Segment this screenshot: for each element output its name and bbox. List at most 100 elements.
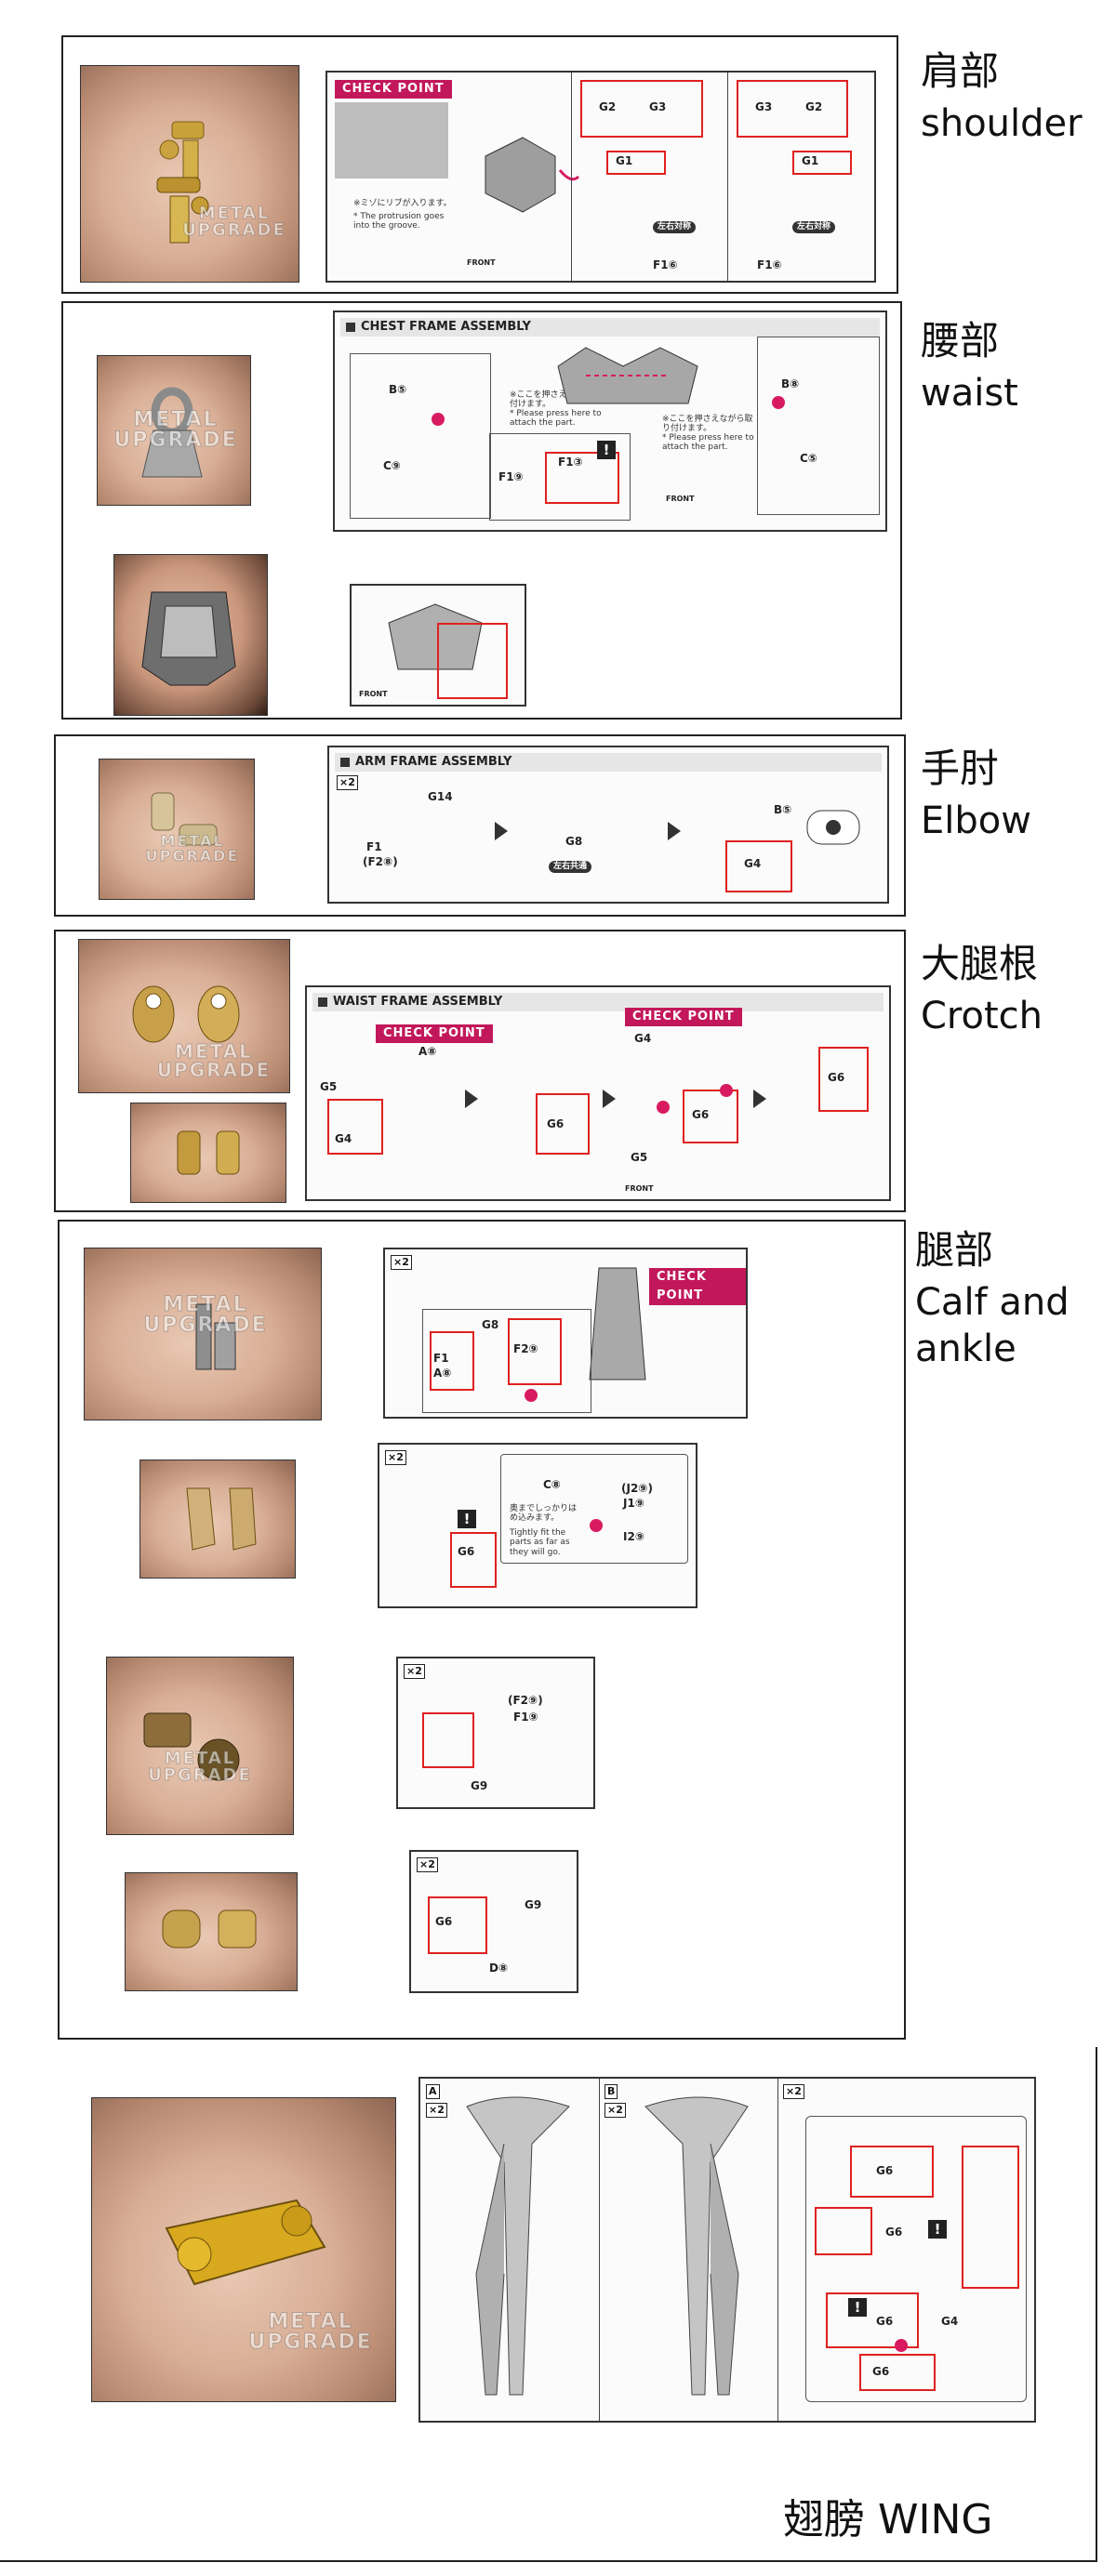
part-code: (J2⑨) (621, 1482, 653, 1495)
no-mark (772, 396, 785, 409)
tightly-note-en: Tightly fit the parts as far as they wil… (510, 1528, 570, 1557)
part-code: G1 (802, 154, 819, 167)
part-code: F1⑥ (653, 258, 678, 271)
warning-icon: ! (848, 2298, 867, 2317)
protrusion-note-jp: ※ミゾにリブが入ります。 (353, 199, 452, 208)
part-code: G6 (828, 1071, 845, 1084)
subpanel (350, 353, 491, 519)
part-code: G4 (941, 2315, 959, 2328)
waist-part-illustration (388, 603, 483, 670)
wing-fin-left-illustration (466, 2096, 570, 2396)
tightly-note-jp: 奥までしっかりはめ込みます。 (510, 1504, 578, 1524)
manual-page-chest: CHEST FRAME ASSEMBLY B⑤ C⑨ ※ここを押さえながら取り付… (333, 310, 887, 532)
manual-page-wing: A ×2 B ×2 ×2 G6 G6 ! ! G6 G4 G6 (418, 2077, 1036, 2423)
watermark-line1: METAL (164, 1749, 236, 1768)
section-band: WAIST FRAME ASSEMBLY (312, 993, 884, 1011)
subpanel (489, 433, 631, 521)
highlight-box (725, 840, 792, 892)
part-code: G8 (565, 835, 583, 848)
panel-divider (777, 2079, 778, 2421)
part-code: G9 (471, 1779, 488, 1792)
manual-page-waist-detail: FRONT (350, 584, 526, 707)
part-code: F2⑨ (513, 1342, 538, 1355)
step-marker (657, 1101, 670, 1114)
symmetry-pill: 左右対称 (792, 221, 836, 233)
warning-icon: ! (928, 2220, 947, 2239)
manual-page-calf-2: ×2 C⑧ (J2⑨) J1⑨ I2⑨ 奥までしっかりはめ込みます。 Tight… (378, 1443, 698, 1608)
quantity-badge: ×2 (417, 1857, 438, 1872)
part-code: G6 (872, 2365, 890, 2378)
silver-waist-part-image (141, 387, 203, 478)
calf-armor-illustration (589, 1267, 646, 1380)
product-photo-crotch-1: METAL UPGRADE (78, 939, 290, 1093)
front-label: FRONT (359, 690, 388, 698)
product-photo-wing: METAL UPGRADE (91, 2097, 396, 2402)
highlight-box (683, 1090, 738, 1143)
part-code: G8 (482, 1318, 499, 1331)
highlight-box (815, 2207, 872, 2255)
check-point-banner: CHECK POINT (625, 1008, 742, 1026)
manual-page-waist-frame: WAIST FRAME ASSEMBLY CHECK POINT A⑧ G5 G… (305, 985, 891, 1201)
joint-diagram (806, 810, 860, 845)
highlight-box (962, 2146, 1019, 2289)
symmetry-pill: 左右対称 (653, 221, 697, 233)
part-code: C⑨ (383, 459, 401, 472)
highlight-box (792, 151, 852, 175)
watermark-line2: UPGRADE (248, 2331, 373, 2354)
silver-clip-part-image (141, 591, 236, 686)
panel-divider (727, 73, 728, 281)
part-code: F1⑥ (757, 258, 782, 271)
front-label: FRONT (467, 258, 496, 267)
part-code: B⑤ (774, 803, 792, 816)
part-code: G1 (616, 154, 633, 167)
highlight-box (545, 452, 619, 504)
symmetry-pill: 左右共通 (549, 861, 592, 873)
wing-fin-right-illustration (644, 2096, 749, 2396)
part-code: G6 (876, 2164, 894, 2177)
watermark-line2: UPGRADE (113, 429, 238, 452)
gold-wing-joint-image (165, 2199, 326, 2286)
highlight-box (737, 80, 848, 138)
part-code: G2 (805, 100, 823, 113)
highlight-box (430, 1331, 474, 1391)
part-code: J1⑨ (623, 1497, 644, 1510)
section-calf-ankle: METAL UPGRADE ×2 CHECK POINT F1 A⑧ F2⑨ G… (58, 1220, 906, 2040)
product-photo-calf-3: METAL UPGRADE (106, 1657, 294, 1835)
highlight-box (850, 2146, 934, 2198)
section-wing-border (1096, 2047, 1097, 2560)
section-title-en: WING (878, 2496, 993, 2543)
part-code: I2⑨ (623, 1530, 644, 1543)
gold-crotch-parts-image (132, 985, 240, 1043)
panel-letter: A (426, 2084, 440, 2099)
section-shoulder: METAL UPGRADE CHECK POINT ※ミゾにリブが入ります。 *… (61, 35, 898, 294)
product-photo-calf-2 (140, 1460, 296, 1579)
part-code: G6 (876, 2315, 894, 2328)
gold-crotch-small-image (177, 1130, 240, 1175)
part-code: C⑤ (800, 452, 817, 465)
gold-elbow-parts-image (151, 792, 218, 846)
step-arrow (495, 822, 508, 840)
quantity-badge: ×2 (391, 1255, 412, 1270)
manual-page-shoulder: CHECK POINT ※ミゾにリブが入ります。 * The protrusio… (326, 71, 876, 283)
quantity-badge: ×2 (404, 1664, 425, 1679)
highlight-box (450, 1532, 497, 1588)
section-title-zh: 腿部 (915, 1227, 994, 1273)
part-code: G4 (335, 1132, 352, 1145)
highlight-box (422, 1712, 474, 1768)
product-photo-crotch-2 (130, 1103, 286, 1203)
watermark-line1: METAL (268, 2310, 353, 2333)
part-code: G3 (649, 100, 667, 113)
section-title-zh: 翅膀 (783, 2496, 865, 2543)
section-band: ARM FRAME ASSEMBLY (335, 753, 882, 772)
section-title-en: shoulder (921, 102, 1083, 145)
step-arrow (465, 1090, 478, 1108)
watermark-line1: METAL (163, 1293, 248, 1316)
part-code: G9 (525, 1898, 542, 1911)
product-photo-elbow: METAL UPGRADE (99, 759, 255, 900)
subpanel (422, 1309, 591, 1413)
manual-page-arm: ARM FRAME ASSEMBLY ×2 G14 F1 (F2⑧) G8 左右… (327, 746, 889, 904)
front-label: FRONT (666, 495, 695, 503)
part-code: G5 (320, 1080, 338, 1093)
section-title-zh: 腰部 (921, 318, 1000, 363)
section-title-en: waist (921, 372, 1018, 415)
